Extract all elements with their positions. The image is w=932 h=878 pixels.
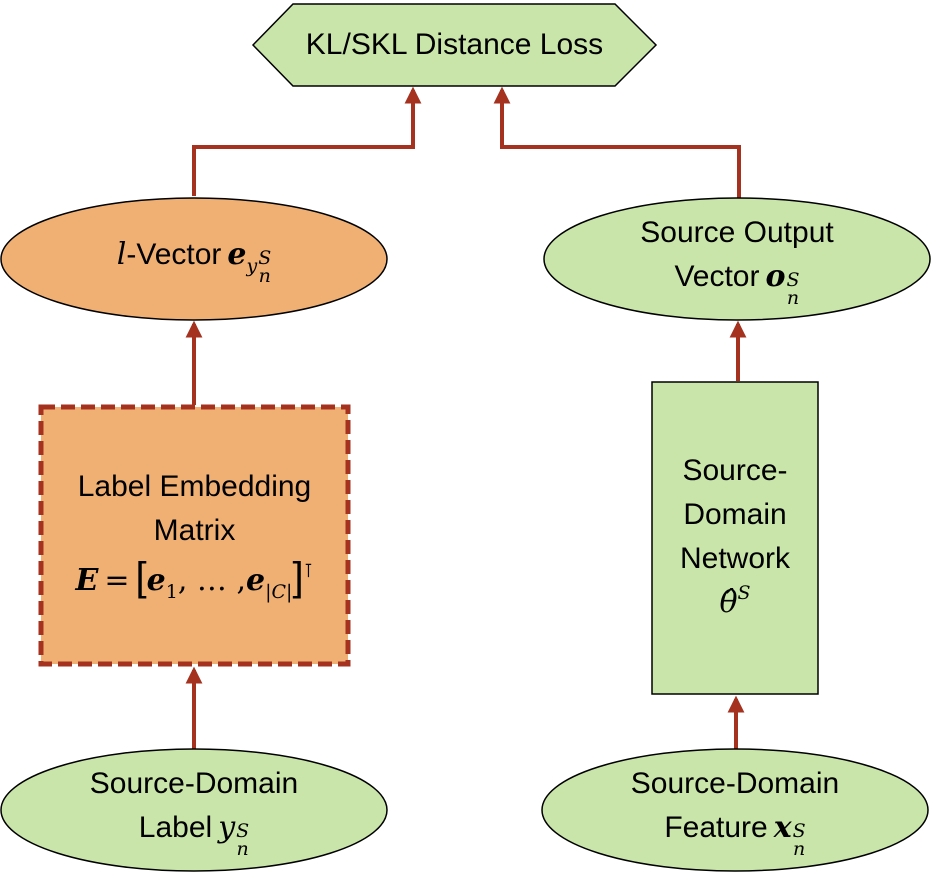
x-superscript: S (792, 820, 806, 842)
source-output-line1: Source Output (640, 216, 834, 249)
equals-sign: = (104, 563, 130, 598)
e-symbol: e (227, 237, 247, 272)
y-label-superscript: S (236, 820, 250, 842)
l-vector-text: -Vector (126, 238, 222, 271)
e1-symbol: e (146, 563, 166, 598)
loss-text: KL/SKL Distance Loss (305, 28, 604, 61)
o-subscript: n (786, 287, 800, 309)
source-output-ellipse (543, 197, 931, 321)
source-output-label: Source Output Vector o S n (544, 198, 930, 320)
source-output-line2: Vector (674, 260, 760, 293)
ellipsis: , … , (177, 563, 247, 598)
left-bracket: [ (135, 555, 147, 599)
network-line2: Domain (683, 497, 787, 531)
e-subscript-y: y (246, 255, 258, 277)
l-symbol: l (116, 237, 127, 272)
loss-label: KL/SKL Distance Loss (253, 4, 656, 86)
source-label-line1: Source-Domain (89, 767, 299, 800)
edge-output-to-loss (493, 86, 741, 199)
embedding-matrix-box (38, 404, 351, 667)
ec-symbol: e (246, 563, 266, 598)
source-label-ellipse (0, 748, 388, 872)
e1-subscript: 1 (165, 581, 178, 603)
loss-hexagon (251, 3, 658, 87)
x-subscript: n (793, 838, 806, 860)
source-feature-label: Source-Domain Feature x S n (542, 749, 928, 871)
E-symbol: E (75, 563, 99, 598)
y-label-script: S n (236, 820, 250, 860)
o-symbol: o (765, 259, 786, 294)
source-label-label: Source-Domain Label y S n (1, 749, 387, 871)
y-symbol: y (218, 810, 236, 845)
right-bracket: ] (292, 555, 304, 599)
y-script: S n (258, 247, 272, 287)
y-subscript-n: n (258, 265, 271, 287)
source-label-line2: Label (138, 811, 213, 844)
source-feature-line2: Feature (664, 811, 768, 844)
o-superscript: S (786, 269, 800, 291)
transpose-symbol: ⊺ (303, 560, 314, 582)
theta-symbol: θ̂ (719, 584, 738, 620)
o-script: S n (786, 269, 800, 309)
embedding-line1: Label Embedding (77, 470, 312, 503)
x-symbol: x (773, 810, 792, 845)
y-superscript-s: S (258, 247, 272, 269)
ec-subscript: |C| (265, 581, 293, 603)
embedding-matrix-label: Label Embedding Matrix E = [ e 1 , … , e… (41, 407, 348, 664)
l-vector-ellipse (0, 197, 388, 321)
x-script: S n (792, 820, 806, 860)
network-line1: Source- (682, 453, 788, 487)
l-vector-label: l -Vector e y S n (1, 198, 387, 320)
y-label-subscript: n (236, 838, 249, 860)
source-feature-line1: Source-Domain (630, 767, 840, 800)
edge-lvector-to-loss (192, 86, 422, 196)
source-network-label: Source- Domain Network θ̂ S (652, 382, 818, 694)
embedding-line2: Matrix (153, 514, 236, 547)
theta-superscript: S (737, 581, 751, 604)
source-feature-ellipse (541, 748, 929, 872)
source-network-box (651, 381, 819, 695)
network-line3: Network (679, 541, 791, 575)
